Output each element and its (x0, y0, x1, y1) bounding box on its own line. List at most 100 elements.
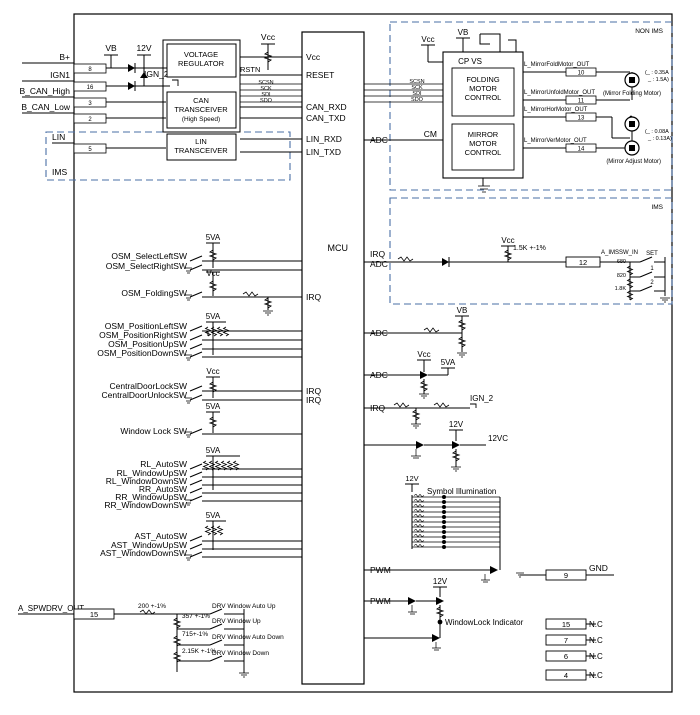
pin-number-ims: 12 (579, 258, 587, 267)
signal-rstn: RSTN (240, 65, 260, 74)
mcu-pin-pwm-indicator: PWM (370, 596, 391, 606)
motor-out-label-ver: L_MirrorVerMotor_OUT (524, 138, 587, 144)
switch-label-osm-positionleft: OSM_PositionLeftSW (105, 321, 187, 331)
diode-12v (140, 72, 148, 78)
drv-resistor-357: 357 +-1% (182, 613, 210, 620)
ground-symbol-irq (411, 423, 421, 429)
mcu-pin-irq-folding: IRQ (306, 292, 322, 302)
ground-symbol-indicator-1 (408, 605, 417, 615)
ims-resistor-820: 820 (617, 273, 626, 279)
voltage-regulator-block (166, 43, 237, 78)
ims-switch-set: SET (646, 251, 658, 257)
lin-transceiver-line2: TRANSCEIVER (174, 146, 228, 155)
can-transceiver-line2: TRANSCEIVER (174, 105, 228, 114)
switch-label-osm-positionright: OSM_PositionRightSW (99, 330, 187, 340)
ground-symbol-ast-windows (185, 554, 192, 561)
pin-number-hor: 13 (578, 116, 585, 122)
supply-label-ast-windows: 5VA (206, 511, 221, 520)
drv-series-value: 200 +-1% (138, 603, 166, 610)
resistor-ims-820 (626, 278, 634, 289)
ground-symbol-indicator-3 (432, 642, 441, 651)
ground-symbol-osm-select (185, 267, 192, 274)
mcu-pin-adc-cm: ADC (370, 135, 388, 145)
input-label-ign1: IGN1 (50, 70, 70, 80)
motor-spec-adjust-2: _ : 0.13A) (647, 136, 672, 142)
can-transceiver-block (166, 91, 237, 129)
pin-number-nc-7: 7 (564, 636, 568, 645)
switch-label-rr-up: RR_WindowUpSW (115, 492, 187, 502)
rail-label-vcc-driver: Vcc (421, 35, 434, 44)
rail-label-12vc: 12VC (488, 434, 508, 443)
transistor-12v-1 (416, 441, 424, 449)
input-label-bplus: B+ (59, 52, 70, 62)
folding-motor-line3: CONTROL (465, 93, 502, 102)
pin-number-drv: 15 (90, 610, 98, 619)
mcu-pin-adc-5va: ADC (370, 370, 388, 380)
ims-resistor-680: 680 (617, 259, 626, 265)
mcu-pin-irq-unlock: IRQ (306, 395, 322, 405)
switch-label-door-unlock: CentralDoorUnlockSW (102, 390, 188, 400)
ground-symbol-drv (239, 672, 249, 678)
motor-spec-adjust-1: (_ : 0.08A (645, 129, 669, 135)
ground-symbol-osm-folding (185, 294, 192, 301)
signal-sck: SCK (260, 86, 272, 92)
zone-label-non-ims: NON IMS (635, 28, 663, 35)
rail-label-12v-right: 12V (449, 420, 464, 429)
resistor-irq-pulldown (411, 409, 421, 421)
switch-label-rl-auto: RL_AutoSW (140, 459, 187, 469)
motor-out-label-fold: L_MirrorFoldMotor_OUT (524, 62, 590, 68)
rail-label-ign2-left: IGN_2 (144, 69, 169, 79)
rail-label-vb-left: VB (105, 43, 117, 53)
label-cm: CM (424, 129, 437, 139)
mcu-pin-can-rxd: CAN_RXD (306, 102, 347, 112)
motor-caption-adjust: (Mirror Adjust Motor) (606, 159, 661, 165)
motor-caption-fold: (Mirror Folding Motor) (603, 91, 661, 97)
diode-bplus (128, 64, 135, 72)
resistor-ims-pullup (503, 249, 513, 261)
mirror-motor-control-block (451, 123, 515, 171)
rail-label-vcc-reset: Vcc (261, 32, 276, 42)
switch-label-osm-folding: OSM_FoldingSW (121, 288, 187, 298)
input-label-can-low: B_CAN_Low (21, 102, 71, 112)
ground-symbol-driver (478, 185, 490, 193)
transistor-illum (490, 566, 498, 574)
voltage-regulator-line1: VOLTAGE (184, 50, 218, 59)
lin-transceiver-block (166, 133, 237, 161)
voltage-regulator-line2: REGULATOR (178, 59, 225, 68)
power-can-group-outline (162, 39, 241, 133)
ground-symbol-osm-position (185, 354, 192, 361)
signal-sdi: SDI (261, 92, 271, 98)
signal-sdi-right: SDI (412, 91, 422, 97)
mcu-label: MCU (328, 243, 349, 253)
resistor-vb-lower (457, 336, 467, 348)
motor-out-label-hor: L_MirrorHorMotor_OUT (524, 107, 588, 113)
supply-label-osm-position: 5VA (206, 312, 221, 321)
ground-symbol-rear-windows (185, 499, 192, 506)
windowlock-indicator-label: WindowLock Indicator (445, 618, 524, 627)
rail-label-ign2-right: IGN_2 (470, 394, 494, 403)
diode-ims (442, 258, 449, 266)
supply-label-osm-select: 5VA (206, 233, 221, 242)
rail-label-vb-right: VB (458, 28, 469, 37)
resistor-door-lock (208, 381, 218, 393)
ground-symbol-12vc (451, 466, 461, 472)
pin-number-can-high: 3 (88, 101, 92, 107)
mcu-pin-irq-ign2: IRQ (370, 403, 386, 413)
mcu-pin-irq-ims: IRQ (370, 249, 386, 259)
switch-label-osm-selectleft: OSM_SelectLeftSW (111, 251, 187, 261)
lin-transceiver-line1: LIN (195, 137, 207, 146)
resistor-vb-upper (457, 319, 467, 331)
pin-number-ver: 14 (578, 147, 585, 153)
zone-ims (389, 197, 673, 305)
transistor-indicator-2 (436, 597, 444, 605)
switch-label-osm-selectright: OSM_SelectRightSW (106, 261, 187, 271)
module-outline (73, 13, 673, 693)
drv-signal-label: A_SPWDRV_OUT (18, 604, 84, 613)
symbol-illumination-label: Symbol Illumination (427, 487, 496, 496)
switch-label-ast-up: AST_WindowUpSW (111, 540, 187, 550)
mcu-pin-reset: RESET (306, 70, 334, 80)
diode-ign1 (128, 82, 135, 90)
supply-label-indicator: 12V (433, 577, 448, 586)
